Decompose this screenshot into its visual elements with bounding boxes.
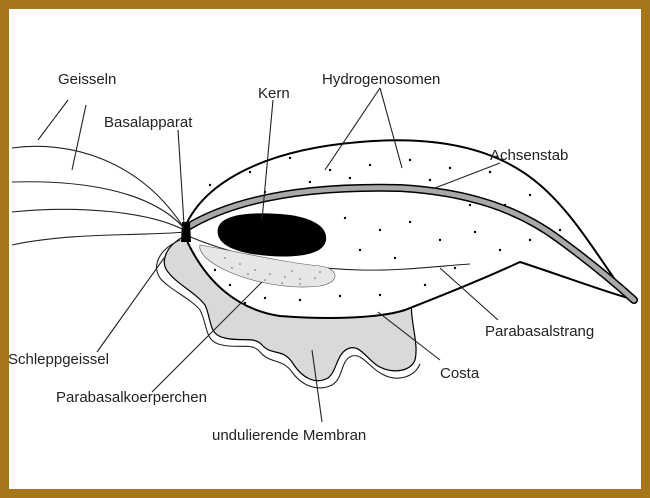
label-schleppgeissel: Schleppgeissel: [8, 351, 109, 368]
label-hydrogenosomen: Hydrogenosomen: [322, 71, 440, 88]
label-costa: Costa: [440, 365, 480, 382]
label-undulierende-membran: undulierende Membran: [212, 427, 366, 444]
label-kern: Kern: [258, 85, 290, 102]
label-parabasalkoerperchen: Parabasalkoerperchen: [56, 389, 207, 406]
label-basalapparat: Basalapparat: [104, 114, 193, 131]
anterior-flagella: [12, 146, 184, 245]
label-geisseln: Geisseln: [58, 71, 116, 88]
label-parabasalstrang: Parabasalstrang: [485, 323, 594, 340]
label-achsenstab: Achsenstab: [490, 147, 568, 164]
